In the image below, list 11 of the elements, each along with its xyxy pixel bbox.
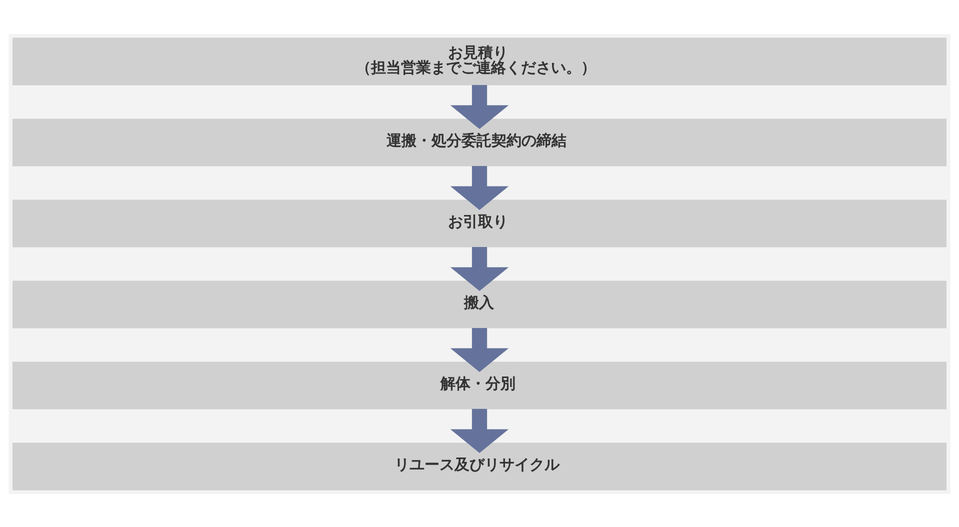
node-box: 運搬・処分委託契約の締結 xyxy=(12,118,947,166)
node-box: リユース及びリサイクル xyxy=(12,442,947,490)
arrow xyxy=(450,84,509,129)
node-box: 解体・分別 xyxy=(12,361,947,409)
arrow xyxy=(450,246,509,291)
node-box: 搬入 xyxy=(12,280,947,328)
arrow xyxy=(450,165,509,210)
node-box: お引取り xyxy=(12,199,947,247)
arrow xyxy=(450,327,509,372)
arrow xyxy=(450,408,509,452)
node-box: お見積り （担当営業までご連絡ください。） xyxy=(12,37,947,85)
